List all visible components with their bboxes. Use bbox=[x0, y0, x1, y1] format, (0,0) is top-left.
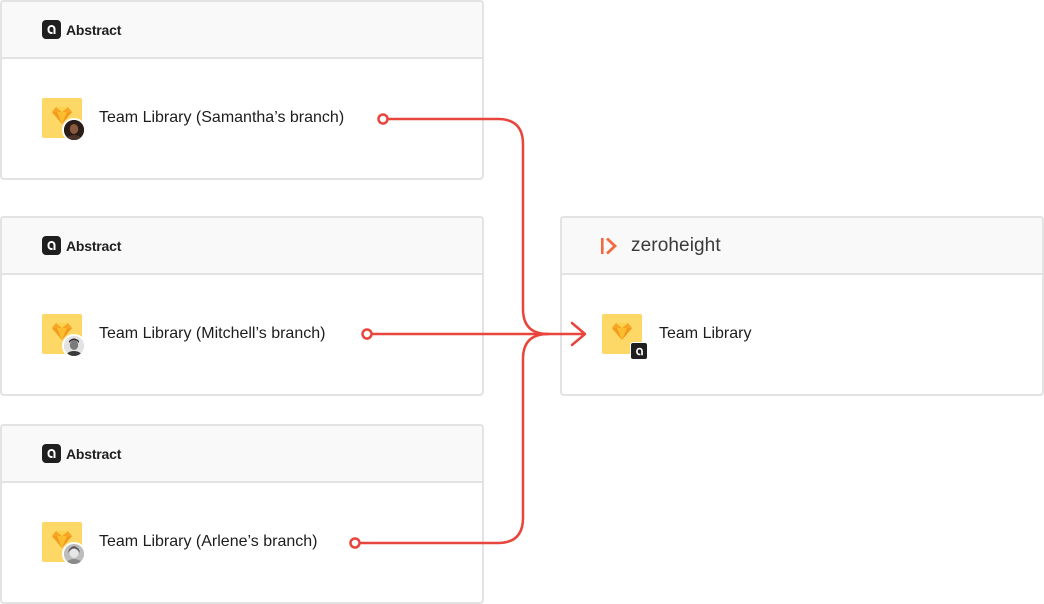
file-label: Team Library (Arlene’s branch) bbox=[99, 533, 318, 550]
file-label: Team Library bbox=[659, 325, 752, 342]
brand-name: zeroheight bbox=[631, 234, 721, 256]
abstract-logo-icon bbox=[42, 20, 61, 39]
card-header: Abstract bbox=[2, 2, 482, 59]
connector-start-dot bbox=[377, 113, 389, 125]
sketch-gem-icon bbox=[612, 323, 632, 340]
abstract-logo-icon bbox=[42, 444, 61, 463]
card-header: Abstract bbox=[2, 218, 482, 275]
zeroheight-brand: zeroheight bbox=[600, 235, 721, 257]
target-card: zeroheight Team Library bbox=[560, 216, 1044, 396]
arrow-head-icon bbox=[570, 321, 587, 347]
source-card-2: Abstract Team Library (Mitchell’s branch… bbox=[0, 216, 484, 396]
abstract-brand: Abstract bbox=[42, 20, 121, 39]
connector-start-dot bbox=[349, 537, 361, 549]
file-label: Team Library (Mitchell’s branch) bbox=[99, 325, 326, 342]
brand-name: Abstract bbox=[66, 237, 122, 254]
file-label: Team Library (Samantha’s branch) bbox=[99, 109, 345, 126]
brand-name: Abstract bbox=[66, 445, 122, 462]
zeroheight-logo-icon bbox=[601, 236, 618, 255]
card-header: zeroheight bbox=[562, 218, 1042, 275]
brand-name: Abstract bbox=[66, 21, 122, 38]
source-card-1: Abstract Team Library (Samantha’s branch… bbox=[0, 0, 484, 180]
sketch-gem-icon bbox=[52, 323, 72, 340]
avatar-arlene bbox=[62, 542, 86, 566]
avatar-samantha bbox=[62, 118, 86, 142]
sketch-gem-icon bbox=[52, 531, 72, 548]
abstract-badge-icon bbox=[630, 342, 648, 360]
abstract-logo-icon bbox=[42, 236, 61, 255]
avatar-mitchell bbox=[62, 334, 86, 358]
abstract-brand: Abstract bbox=[42, 444, 121, 463]
source-card-3: Abstract Team Library (Arlene’s branch) bbox=[0, 424, 484, 604]
sketch-gem-icon bbox=[52, 107, 72, 124]
abstract-brand: Abstract bbox=[42, 236, 121, 255]
connector-line-3 bbox=[358, 332, 550, 545]
connector-start-dot bbox=[361, 328, 373, 340]
card-header: Abstract bbox=[2, 426, 482, 483]
connector-line-1 bbox=[386, 117, 550, 336]
